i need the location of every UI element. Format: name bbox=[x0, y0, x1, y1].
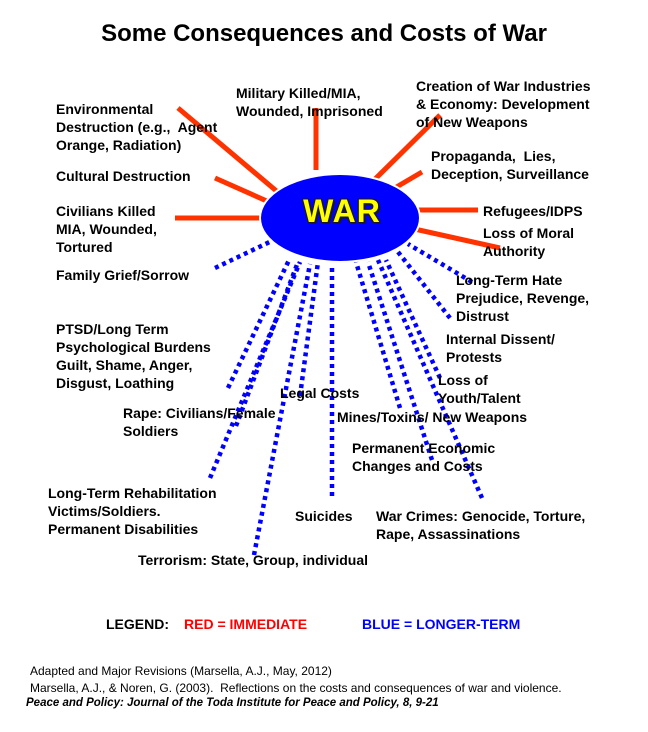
ray-family-grief bbox=[214, 235, 279, 271]
legend-longer-term: BLUE = LONGER-TERM bbox=[362, 616, 521, 632]
citation-source: Marsella, A.J., & Noren, G. (2003). Refl… bbox=[30, 681, 562, 695]
label-legal-costs: Legal Costs bbox=[280, 385, 360, 401]
citation-journal: Peace and Policy: Journal of the Toda In… bbox=[26, 697, 439, 709]
ray-economic-changes bbox=[365, 261, 435, 461]
legend-immediate: RED = IMMEDIATE bbox=[184, 616, 308, 632]
label-loss-youth: Loss of Youth/Talent bbox=[438, 372, 521, 406]
ray-internal-dissent bbox=[396, 250, 452, 320]
label-war-crimes: War Crimes: Genocide, Torture, Rape, Ass… bbox=[376, 508, 586, 542]
label-war-industries: Creation of War Industries & Economy: De… bbox=[416, 78, 591, 130]
label-internal-dissent: Internal Dissent/ Protests bbox=[446, 331, 555, 365]
label-long-term-hate: Long-Term Hate Prejudice, Revenge, Distr… bbox=[456, 272, 590, 324]
ray-legal-costs bbox=[297, 261, 321, 397]
ray-loss-moral-authority bbox=[409, 225, 501, 251]
label-propaganda: Propaganda, Lies, Deception, Surveillanc… bbox=[431, 148, 589, 182]
war-hub-label: WAR bbox=[303, 193, 381, 229]
ray-mines-toxins bbox=[353, 261, 403, 409]
label-loss-moral-authority: Loss of Moral Authority bbox=[483, 225, 575, 259]
label-family-grief: Family Grief/Sorrow bbox=[56, 267, 190, 283]
label-economic-changes: Permanent Economic Changes and Costs bbox=[352, 440, 496, 474]
label-suicides: Suicides bbox=[295, 508, 353, 524]
ray-loss-youth bbox=[383, 259, 443, 379]
page-title: Some Consequences and Costs of War bbox=[101, 20, 547, 47]
ray-rape bbox=[233, 261, 301, 427]
war-hub bbox=[259, 173, 421, 263]
label-military-killed: Military Killed/MIA, Wounded, Imprisoned bbox=[236, 85, 383, 119]
ray-war-crimes bbox=[375, 259, 485, 499]
rays-diagram bbox=[175, 106, 501, 556]
label-civilians-killed: Civilians Killed MIA, Wounded, Tortured bbox=[56, 203, 157, 255]
label-environmental-destruction: Environmental Destruction (e.g., Agent O… bbox=[56, 101, 218, 153]
ray-environmental-destruction bbox=[176, 106, 282, 196]
label-refugees: Refugees/IDPS bbox=[483, 203, 583, 219]
ray-ptsd bbox=[225, 257, 293, 389]
label-rehabilitation: Long-Term Rehabilitation Victims/Soldier… bbox=[48, 485, 217, 537]
citation-adapted: Adapted and Major Revisions (Marsella, A… bbox=[30, 664, 332, 678]
ray-rehabilitation bbox=[207, 261, 303, 479]
label-rape: Rape: Civilians/Female Soldiers bbox=[123, 405, 276, 439]
legend-prefix: LEGEND: bbox=[106, 616, 169, 632]
label-cultural-destruction: Cultural Destruction bbox=[56, 168, 191, 184]
ray-terrorism bbox=[251, 263, 313, 556]
label-mines-toxins: Mines/Toxins/ New Weapons bbox=[337, 409, 528, 425]
label-terrorism: Terrorism: State, Group, individual bbox=[138, 552, 368, 568]
label-ptsd: PTSD/Long Term Psychological Burdens Gui… bbox=[56, 321, 211, 391]
ray-war-industries bbox=[366, 113, 442, 188]
